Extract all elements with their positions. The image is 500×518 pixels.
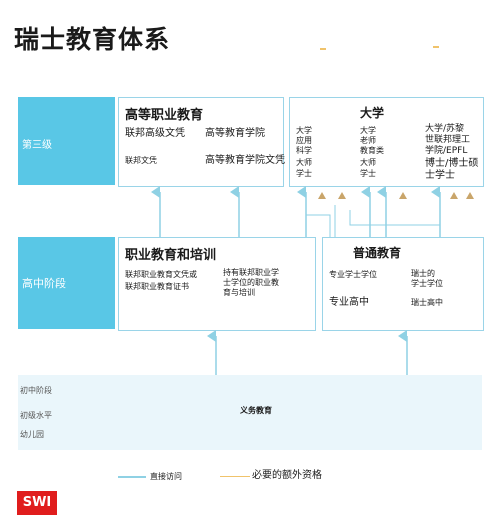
compulsory-section: 初中阶段 初级水平 幼儿园 义务教育 [18,375,482,450]
compulsory-label: 义务教育 [240,406,272,415]
level-label-tertiary: 第三级 [22,140,52,151]
university-col1-line: 应用 [296,136,312,145]
vocational-left-line: 联邦职业教育文凭或 [125,270,197,279]
title-decoration [433,46,439,48]
vocational-right-line: 持有联邦职业学 [223,268,279,277]
general-bottom-right: 瑞士高中 [411,298,443,307]
extra-qualification-marker [399,192,407,199]
general-education-title: 普通教育 [353,246,402,260]
university-col3-line: 世联邦理工 [425,135,471,145]
connector-line [306,214,331,237]
university-col2-line: 大学 [360,126,376,135]
university-col3-degree: 士学士 [425,170,455,181]
title-decoration [320,48,326,50]
university-col3-line: 大学/苏黎 [425,124,465,134]
vocational-education-title: 职业教育和培训 [125,248,217,263]
university-title: 大学 [360,106,385,120]
general-education-box: 普通教育 专业学士学位 瑞士的 学士学位 专业高中 瑞士高中 [322,237,484,331]
extra-qualification-marker [466,192,474,199]
legend-extra-label: 必要的额外资格 [252,470,322,481]
university-col1-degree: 大师 [296,158,312,167]
university-col2-degree: 大师 [360,158,376,167]
higher-vocational-item: 联邦高级文凭 [125,128,185,139]
general-left-label: 专业学士学位 [329,270,377,279]
university-col3-line: 学院/EPFL [425,146,468,156]
vocational-education-box: 职业教育和培训 联邦职业教育文凭或 联邦职业教育证书 持有联邦职业学 士学位的职… [118,237,316,331]
higher-vocational-title: 高等职业教育 [125,108,204,123]
general-right-line: 学士学位 [411,279,443,288]
legend-direct-label: 直接访问 [150,472,182,481]
brand-logo: SWI [17,491,57,515]
university-col2-line: 教育类 [360,146,384,155]
level-label-primary: 初级水平 [20,411,52,420]
university-box: 大学 大学 应用 科学 大师 学士 大学 老师 教育类 大师 学士 大学/苏黎 … [289,97,484,187]
university-col3-degree: 博士/博士硕 [425,158,479,169]
extra-qualification-marker [318,192,326,199]
level-band-upper-secondary: 高中阶段 [18,237,115,329]
higher-vocational-item: 高等教育学院 [205,128,265,139]
page-title: 瑞士教育体系 [14,25,171,54]
level-label-kindergarten: 幼儿园 [20,430,44,439]
university-col1-line: 科学 [296,146,312,155]
level-band-tertiary: 第三级 [18,97,115,185]
higher-vocational-item: 联邦文凭 [125,156,157,165]
vocational-right-line: 育与培训 [223,288,255,297]
legend-direct-line [118,476,146,478]
university-col2-degree: 学士 [360,169,376,178]
connector-line [349,210,440,226]
general-bottom-left: 专业高中 [329,297,369,308]
extra-qualification-marker [450,192,458,199]
extra-qualification-marker [338,192,346,199]
higher-vocational-item: 高等教育学院文凭 [205,155,285,166]
higher-vocational-box: 高等职业教育 联邦高级文凭 高等教育学院 联邦文凭 高等教育学院文凭 [118,97,285,187]
university-col1-line: 大学 [296,126,312,135]
vocational-right-line: 士学位的职业教 [223,278,279,287]
university-col2-line: 老师 [360,136,376,145]
general-right-line: 瑞士的 [411,269,435,278]
legend-extra-line [220,476,250,477]
level-label-lower-secondary: 初中阶段 [20,386,52,395]
level-label-upper-secondary: 高中阶段 [22,277,66,290]
university-col1-degree: 学士 [296,169,312,178]
vocational-left-line: 联邦职业教育证书 [125,282,189,291]
